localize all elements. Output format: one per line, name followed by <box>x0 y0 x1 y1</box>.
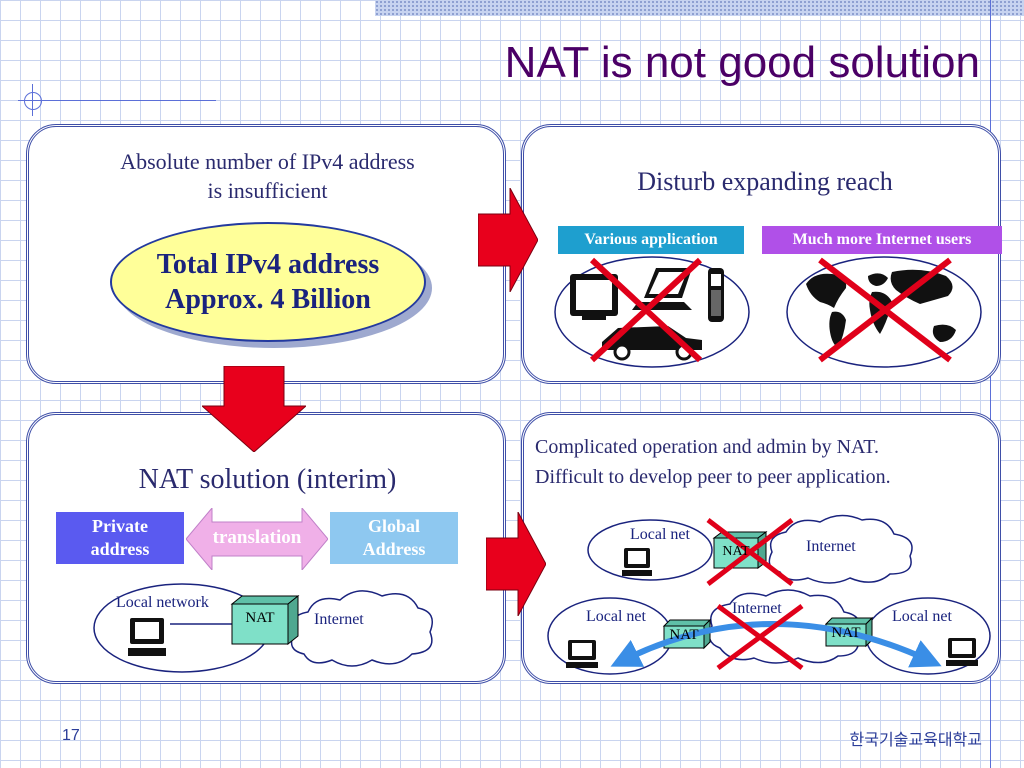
arrow-right-bottom <box>486 512 546 616</box>
title-underline <box>18 100 216 101</box>
computer-icon-right <box>946 638 978 666</box>
arrow-right-top <box>478 188 538 292</box>
private-line1: Private <box>92 515 148 536</box>
top-nat-label: NAT <box>722 544 750 559</box>
private-line2: address <box>90 539 150 559</box>
bottom-left-nat-label: NAT <box>669 627 699 643</box>
tag-more-users: Much more Internet users <box>762 226 1002 254</box>
nat-label: NAT <box>245 610 275 626</box>
phone-icon <box>708 268 724 322</box>
ellipse-line1: Total IPv4 address <box>156 249 380 280</box>
crosshair-icon <box>24 92 42 110</box>
ipv4-shortage-text: Absolute number of IPv4 address is insuf… <box>40 148 495 205</box>
global-line2: Address <box>362 539 426 559</box>
complicated-line1: Complicated operation and admin by NAT. <box>535 436 879 458</box>
disturb-heading: Disturb expanding reach <box>637 167 893 196</box>
crosshair-stem <box>32 84 33 116</box>
computer-icon <box>128 618 166 656</box>
arrow-down <box>202 366 306 452</box>
ellipse-line2: Approx. 4 Billion <box>165 284 371 315</box>
page-number: 17 <box>62 727 80 744</box>
organization-name: 한국기술교육대학교 <box>849 730 982 749</box>
global-line1: Global <box>367 515 420 536</box>
tv-icon <box>570 274 618 320</box>
ipv4-text-line1: Absolute number of IPv4 address <box>120 149 415 174</box>
computer-icon-left <box>566 640 598 668</box>
world-illustration <box>786 256 982 368</box>
nat-solution-diagram <box>93 583 433 673</box>
total-ipv4-ellipse: Total IPv4 address Approx. 4 Billion <box>110 222 426 342</box>
top-local-net-label: Local net <box>630 526 690 543</box>
top-internet-label: Internet <box>806 538 856 555</box>
slide-title: NAT is not good solution <box>504 38 980 87</box>
complicated-line2: Difficult to develop peer to peer applic… <box>535 466 891 488</box>
translation-label: translation <box>212 527 302 548</box>
complicated-text: Complicated operation and admin by NAT. … <box>535 432 997 492</box>
computer-icon <box>622 548 652 576</box>
translation-arrow <box>186 508 328 570</box>
bottom-left-local-net-label: Local net <box>586 608 646 625</box>
internet-label: Internet <box>314 611 364 628</box>
p2p-diagram <box>547 514 991 675</box>
global-address-box: Global Address <box>330 512 458 564</box>
local-network-label: Local network <box>116 594 209 611</box>
bottom-right-local-net-label: Local net <box>892 608 952 625</box>
private-address-box: Private address <box>56 512 184 564</box>
tag-various-application: Various application <box>558 226 744 254</box>
header-band <box>375 0 1024 16</box>
devices-illustration <box>554 256 750 368</box>
bottom-internet-label: Internet <box>732 600 782 617</box>
ipv4-text-line2: is insufficient <box>207 177 328 203</box>
right-guide-line <box>990 0 991 768</box>
p2p-double-arrow <box>610 621 942 668</box>
nat-box-3d <box>230 594 300 646</box>
nat-solution-heading: NAT solution (interim) <box>138 464 397 495</box>
bottom-right-nat-label: NAT <box>831 625 861 641</box>
